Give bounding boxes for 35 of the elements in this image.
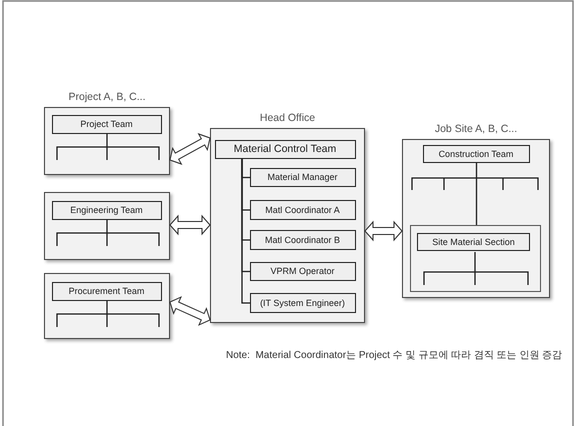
group-panel: [44, 192, 170, 260]
team-label: Project Team: [80, 119, 133, 129]
team-label: Engineering Team: [70, 205, 143, 215]
connector-line: [476, 163, 478, 225]
group-panel: [44, 273, 170, 339]
team-label: VPRM Operator: [270, 266, 335, 276]
team-box: [52, 114, 162, 134]
double-arrow: [169, 296, 211, 326]
connector-line: [241, 159, 250, 304]
team-label: Material Manager: [267, 172, 338, 182]
team-box: [250, 262, 356, 280]
note-text: Note: Material Coordinator는 Project 수 및 규모에 따라 겸직 또는 인원 증감: [226, 349, 562, 362]
double-arrow: [169, 133, 211, 165]
double-arrow: [364, 220, 403, 242]
team-box: [52, 200, 162, 220]
team-label: (IT System Engineer): [260, 298, 345, 308]
team-box: [250, 200, 356, 220]
double-arrow: [169, 214, 211, 236]
team-label: Matl Coordinator B: [264, 234, 340, 244]
team-box: [250, 168, 356, 186]
team-box: [250, 292, 356, 312]
team-box: [422, 144, 530, 162]
team-box: [214, 140, 356, 158]
team-label: Material Control Team: [234, 143, 336, 155]
team-label: Construction Team: [438, 148, 514, 158]
group-heading: Job Site A, B, C...: [434, 123, 518, 135]
team-label: Procurement Team: [68, 286, 144, 296]
group-heading: Head Office: [258, 112, 316, 124]
team-label: Site Material Section: [432, 237, 515, 247]
team-box: [52, 282, 162, 300]
section-panel: [410, 224, 540, 292]
team-box: [417, 233, 530, 251]
team-box: [250, 230, 356, 250]
group-heading: Project A, B, C...: [67, 91, 147, 103]
team-label: Matl Coordinator A: [265, 204, 340, 214]
